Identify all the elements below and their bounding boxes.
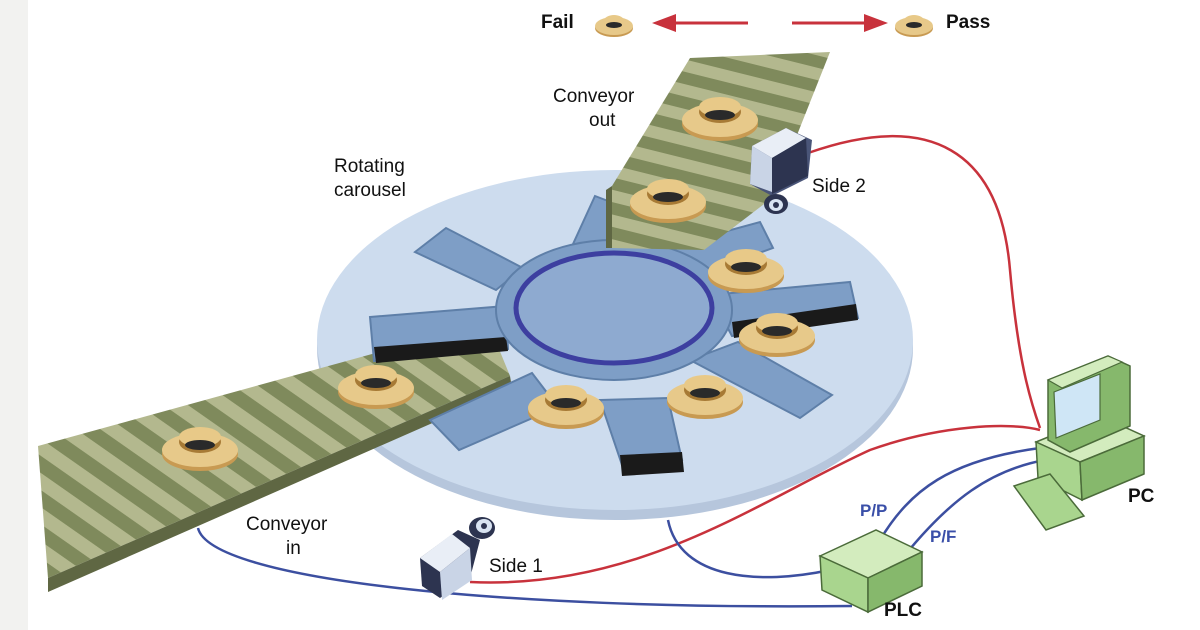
rotating-carousel-label-line1: Rotating: [334, 156, 405, 177]
cable-pf: [904, 458, 1046, 556]
fail-label: Fail: [541, 12, 574, 33]
pass-label: Pass: [946, 12, 991, 33]
left-margin: [0, 0, 28, 630]
camera-icon: [750, 128, 812, 214]
conveyor-out-label-line2: out: [589, 110, 616, 131]
part-icon: [595, 15, 633, 37]
part-icon: [895, 15, 933, 37]
star-wheel: [368, 194, 860, 476]
computer-icon: [1012, 355, 1146, 531]
conveyor-out-label-line1: Conveyor: [553, 86, 635, 107]
side2-camera-label: Side 2: [812, 176, 866, 197]
plc-label: PLC: [884, 600, 922, 621]
conveyor-in-label-line1: Conveyor: [246, 514, 328, 535]
plc-box-icon: [818, 529, 924, 614]
pc-label: PC: [1128, 486, 1155, 507]
cable-conveyor-plc: [196, 527, 853, 608]
arrow-right-icon: [792, 14, 888, 32]
side1-camera-label: Side 1: [489, 556, 543, 577]
cable-side2-pc: [807, 134, 1042, 429]
conveyor-in-label-line2: in: [286, 538, 301, 559]
camera-icon: [420, 517, 495, 600]
cable-carousel-plc: [666, 519, 831, 579]
rotating-carousel-label-line2: carousel: [334, 180, 406, 201]
pp-signal-label: P/P: [860, 501, 888, 520]
cable-pp: [878, 446, 1041, 541]
arrow-left-icon: [652, 14, 748, 32]
cables: [196, 134, 1046, 608]
pf-signal-label: P/F: [930, 527, 957, 546]
cable-side1-pc: [469, 424, 1041, 584]
